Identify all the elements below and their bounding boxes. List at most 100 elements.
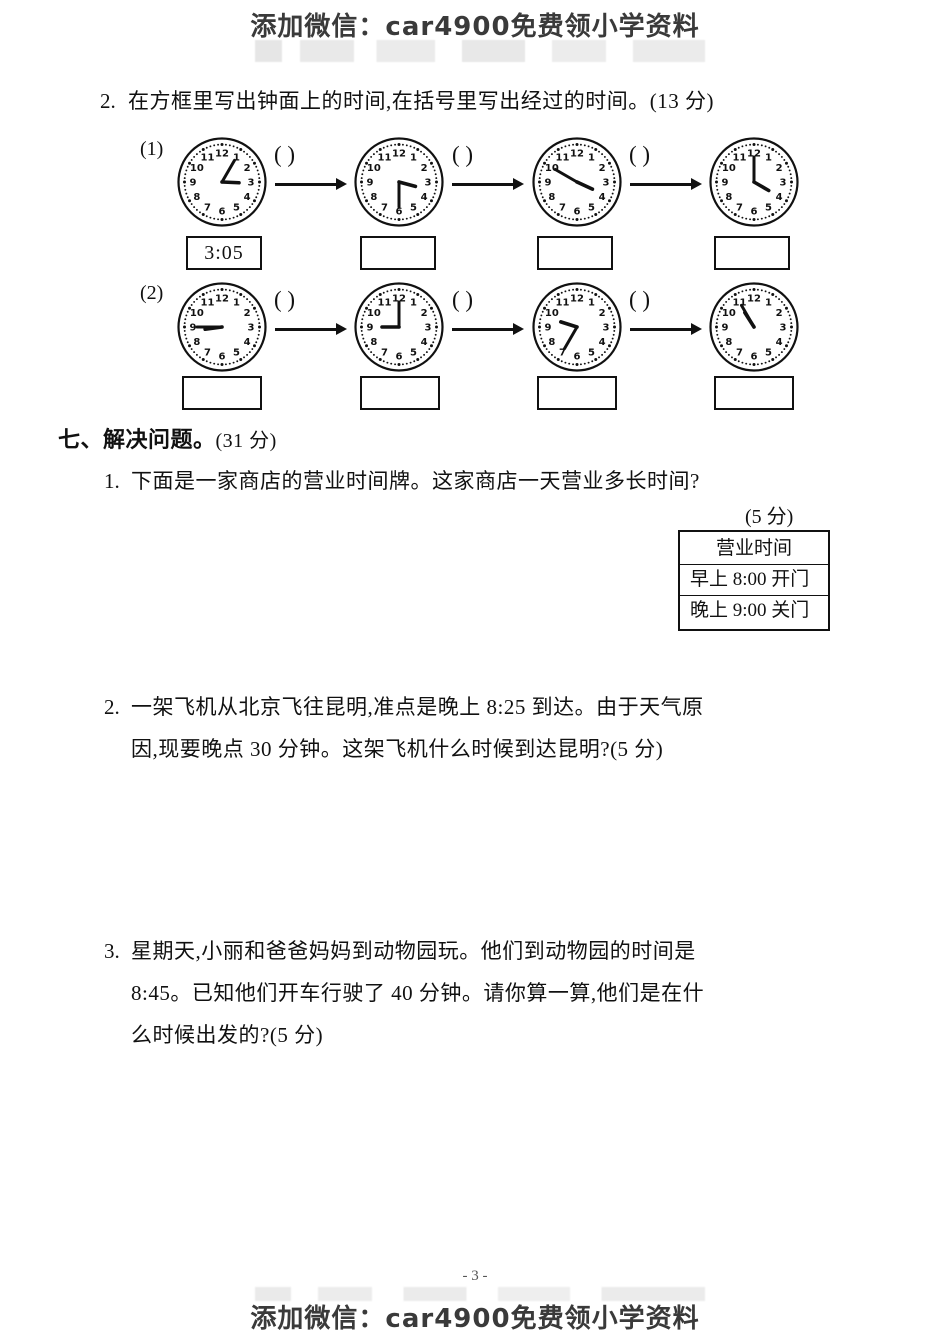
answer-box-r2c2[interactable] xyxy=(360,376,440,410)
svg-text:9: 9 xyxy=(367,323,374,334)
svg-text:2: 2 xyxy=(776,308,783,319)
row-1-label: (1) xyxy=(140,138,164,160)
watermark-top: 添加微信：car4900免费领小学资料 xyxy=(250,12,700,42)
svg-text:1: 1 xyxy=(233,297,240,308)
svg-text:5: 5 xyxy=(410,348,417,359)
svg-text:5: 5 xyxy=(588,348,595,359)
svg-text:10: 10 xyxy=(722,308,736,319)
business-hours-sign: 营业时间 早上 8:00 开门 晚上 9:00 关门 xyxy=(678,530,830,631)
arrow-r2a2 xyxy=(452,323,524,335)
svg-text:10: 10 xyxy=(545,163,559,174)
svg-text:7: 7 xyxy=(204,348,211,359)
watermark-bottom: 添加微信：car4900免费领小学资料 xyxy=(250,1304,700,1334)
svg-text:5: 5 xyxy=(765,203,772,214)
arrow-r2a3 xyxy=(630,323,702,335)
svg-text:12: 12 xyxy=(215,294,229,305)
svg-text:12: 12 xyxy=(392,149,406,160)
arrow-r1a3 xyxy=(630,178,702,190)
svg-text:6: 6 xyxy=(574,352,581,363)
svg-text:12: 12 xyxy=(570,294,584,305)
page-number: - 3 - xyxy=(462,1268,488,1284)
svg-text:7: 7 xyxy=(204,203,211,214)
svg-text:8: 8 xyxy=(548,337,555,348)
answer-box-r2c1[interactable] xyxy=(182,376,262,410)
section-7-title: 七、解决问题。 xyxy=(58,427,216,452)
answer-box-r2c4[interactable] xyxy=(714,376,794,410)
svg-text:2: 2 xyxy=(599,163,606,174)
svg-text:11: 11 xyxy=(378,297,392,308)
svg-text:5: 5 xyxy=(765,348,772,359)
svg-text:8: 8 xyxy=(725,337,732,348)
problem-2-number: 2. xyxy=(104,695,120,719)
svg-text:3: 3 xyxy=(248,323,255,334)
svg-text:2: 2 xyxy=(776,163,783,174)
svg-text:6: 6 xyxy=(219,207,226,218)
scan-artifact-line xyxy=(255,40,705,62)
svg-text:1: 1 xyxy=(233,152,240,163)
svg-text:7: 7 xyxy=(736,348,743,359)
svg-text:3: 3 xyxy=(248,178,255,189)
svg-text:5: 5 xyxy=(410,203,417,214)
svg-text:11: 11 xyxy=(556,152,570,163)
svg-text:4: 4 xyxy=(599,192,606,203)
svg-text:8: 8 xyxy=(548,192,555,203)
gap-paren-r2g3[interactable]: ( ) xyxy=(629,287,651,312)
gap-paren-r2g1[interactable]: ( ) xyxy=(274,287,296,312)
section-7-heading: 七、解决问题。(31 分) xyxy=(58,422,277,454)
arrow-r2a1 xyxy=(275,323,347,335)
question-2-text: 在方框里写出钟面上的时间,在括号里写出经过的时间。(13 分) xyxy=(128,89,714,113)
svg-text:9: 9 xyxy=(722,323,729,334)
svg-text:11: 11 xyxy=(201,152,215,163)
svg-text:7: 7 xyxy=(381,203,388,214)
svg-text:10: 10 xyxy=(367,163,381,174)
question-2-number: 2. xyxy=(100,89,116,113)
scan-artifact-line-bottom xyxy=(255,1287,705,1301)
answer-box-r1c2[interactable] xyxy=(360,236,436,270)
svg-text:9: 9 xyxy=(190,178,197,189)
answer-box-r1c1[interactable]: 3:05 xyxy=(186,236,262,270)
arrow-r1a1 xyxy=(275,178,347,190)
problem-3-line-2: 8:45。已知他们开车行驶了 40 分钟。请你算一算,他们是在什 xyxy=(131,981,705,1005)
gap-paren-r1g3[interactable]: ( ) xyxy=(629,142,651,167)
section-7-points: (31 分) xyxy=(215,430,277,452)
answer-box-r1c3[interactable] xyxy=(537,236,613,270)
svg-text:1: 1 xyxy=(410,297,417,308)
svg-text:1: 1 xyxy=(588,297,595,308)
svg-text:6: 6 xyxy=(751,352,758,363)
svg-text:1: 1 xyxy=(410,152,417,163)
svg-text:3: 3 xyxy=(425,323,432,334)
answer-box-r2c3[interactable] xyxy=(537,376,617,410)
svg-text:6: 6 xyxy=(574,207,581,218)
svg-text:3: 3 xyxy=(780,323,787,334)
svg-text:10: 10 xyxy=(190,163,204,174)
svg-text:4: 4 xyxy=(421,337,428,348)
gap-paren-r1g2[interactable]: ( ) xyxy=(452,142,474,167)
svg-text:2: 2 xyxy=(421,308,428,319)
gap-paren-r2g2[interactable]: ( ) xyxy=(452,287,474,312)
problem-1-points: (5 分) xyxy=(745,506,794,528)
problem-1-line-1: 下面是一家商店的营业时间牌。这家商店一天营业多长时间? xyxy=(131,469,700,493)
svg-text:1: 1 xyxy=(588,152,595,163)
svg-text:10: 10 xyxy=(545,308,559,319)
svg-text:4: 4 xyxy=(599,337,606,348)
svg-text:4: 4 xyxy=(244,337,251,348)
svg-text:7: 7 xyxy=(559,348,566,359)
svg-text:9: 9 xyxy=(545,323,552,334)
svg-text:5: 5 xyxy=(233,348,240,359)
svg-text:8: 8 xyxy=(725,192,732,203)
gap-paren-r1g1[interactable]: ( ) xyxy=(274,142,296,167)
problem-3-line-3: 么时候出发的?(5 分) xyxy=(131,1023,324,1047)
answer-box-r1c4[interactable] xyxy=(714,236,790,270)
svg-text:1: 1 xyxy=(765,152,772,163)
svg-text:12: 12 xyxy=(747,294,761,305)
svg-text:3: 3 xyxy=(603,178,610,189)
svg-text:11: 11 xyxy=(733,297,747,308)
row-2-label: (2) xyxy=(140,282,164,304)
svg-text:10: 10 xyxy=(722,163,736,174)
svg-text:9: 9 xyxy=(367,178,374,189)
